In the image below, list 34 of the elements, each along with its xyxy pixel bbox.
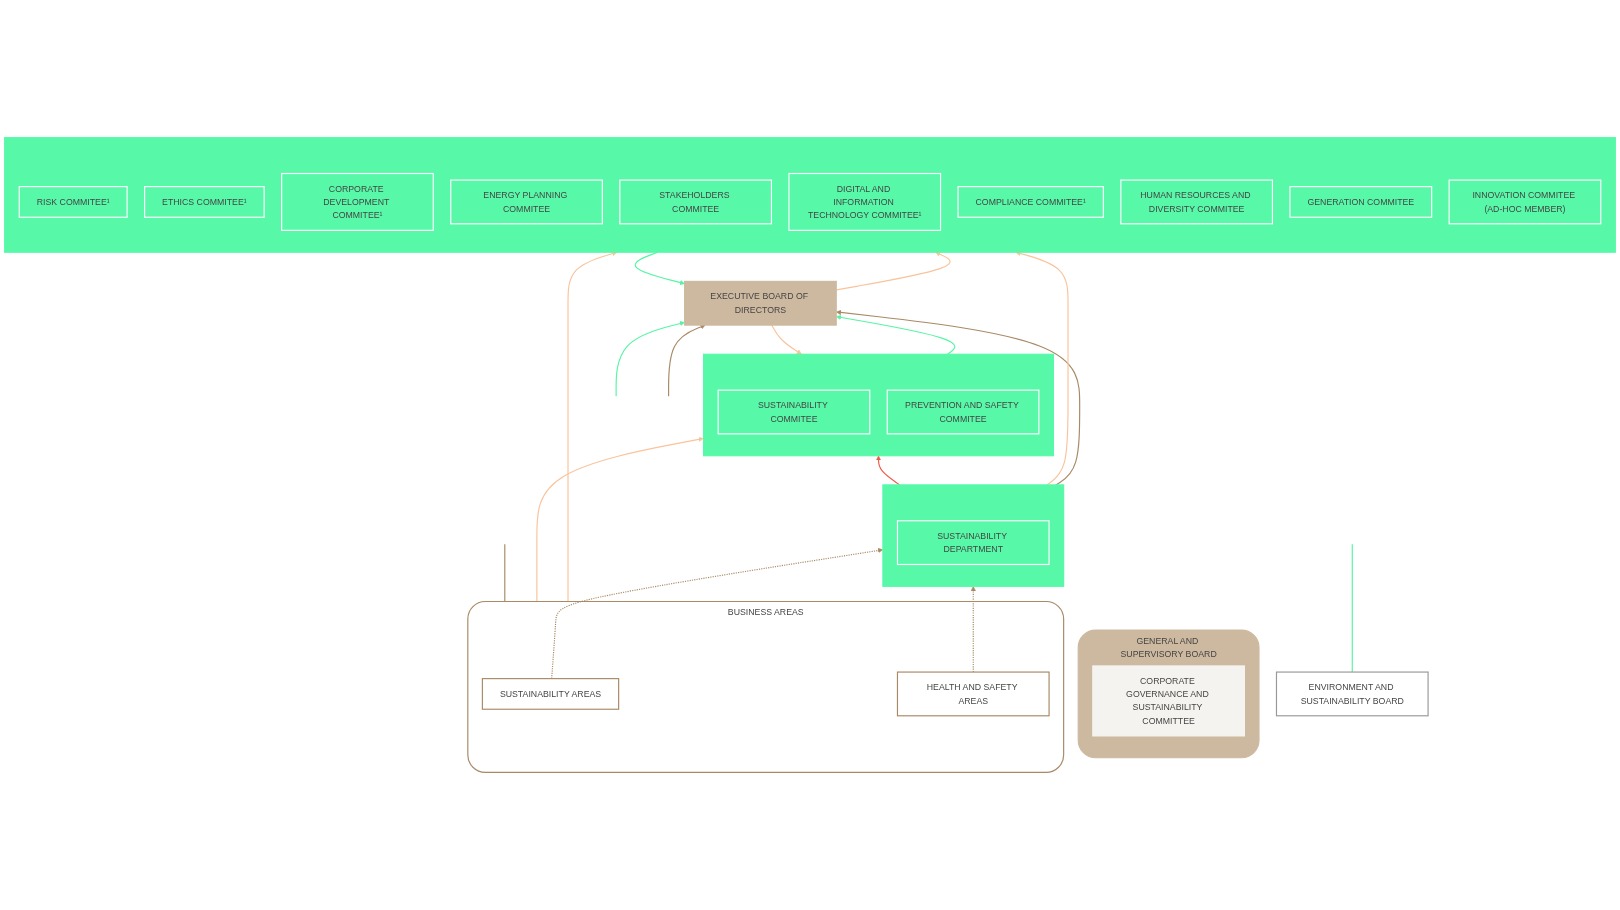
node-box: PREVENTION AND SAFETY COMMITEE xyxy=(886,389,1040,435)
arrow xyxy=(668,324,706,397)
node-box: GENERATION COMMITEE xyxy=(1289,186,1433,218)
node-box: COMPLIANCE COMMITEE¹ xyxy=(957,186,1104,218)
node-box: CORPORATE DEVELOPMENT COMMITEE¹ xyxy=(281,172,434,231)
node-box: EXECUTIVE BOARD OF DIRECTORS xyxy=(684,280,837,326)
node-box: INNOVATION COMMITEE (AD-HOC MEMBER) xyxy=(1448,179,1602,225)
node-box: ENERGY PLANNING COMMITEE xyxy=(450,179,603,225)
arrow xyxy=(771,324,802,355)
arrow xyxy=(634,251,685,286)
node-box: ENVIRONMENT AND SUSTAINABILITY BOARD xyxy=(1275,671,1429,717)
node-box: ETHICS COMMITEE¹ xyxy=(144,186,265,218)
arrow xyxy=(836,309,1081,486)
arrow xyxy=(567,251,618,602)
arrow xyxy=(1015,251,1069,486)
node-box: DIGITAL AND INFORMATION TECHNOLOGY COMMITEE¹ xyxy=(788,172,942,231)
node-box: HEALTH AND SAFETY AREAS xyxy=(896,671,1050,717)
cluster xyxy=(882,484,1065,587)
connector xyxy=(1351,543,1353,673)
connector xyxy=(504,543,506,602)
node-box: HUMAN RESOURCES AND DIVERSITY COMMITEE xyxy=(1120,179,1274,225)
node-box: CORPORATE GOVERNANCE AND SUSTAINABILITY COMMITTEE xyxy=(1092,665,1245,737)
cluster xyxy=(4,137,1616,253)
arrow xyxy=(536,436,704,602)
node-box: RISK COMMITEE¹ xyxy=(18,186,128,218)
arrow xyxy=(615,321,685,397)
arrow xyxy=(875,455,901,486)
node-box: SUSTAINABILITY DEPARTMENT xyxy=(896,520,1050,566)
node-box: STAKEHOLDERS COMMITEE xyxy=(619,179,773,225)
node-box: SUSTAINABILITY AREAS xyxy=(481,678,620,710)
cluster xyxy=(703,353,1055,457)
arrow xyxy=(836,314,956,355)
node-box: SUSTAINABILITY COMMITEE xyxy=(717,389,871,435)
arrow xyxy=(970,586,976,673)
